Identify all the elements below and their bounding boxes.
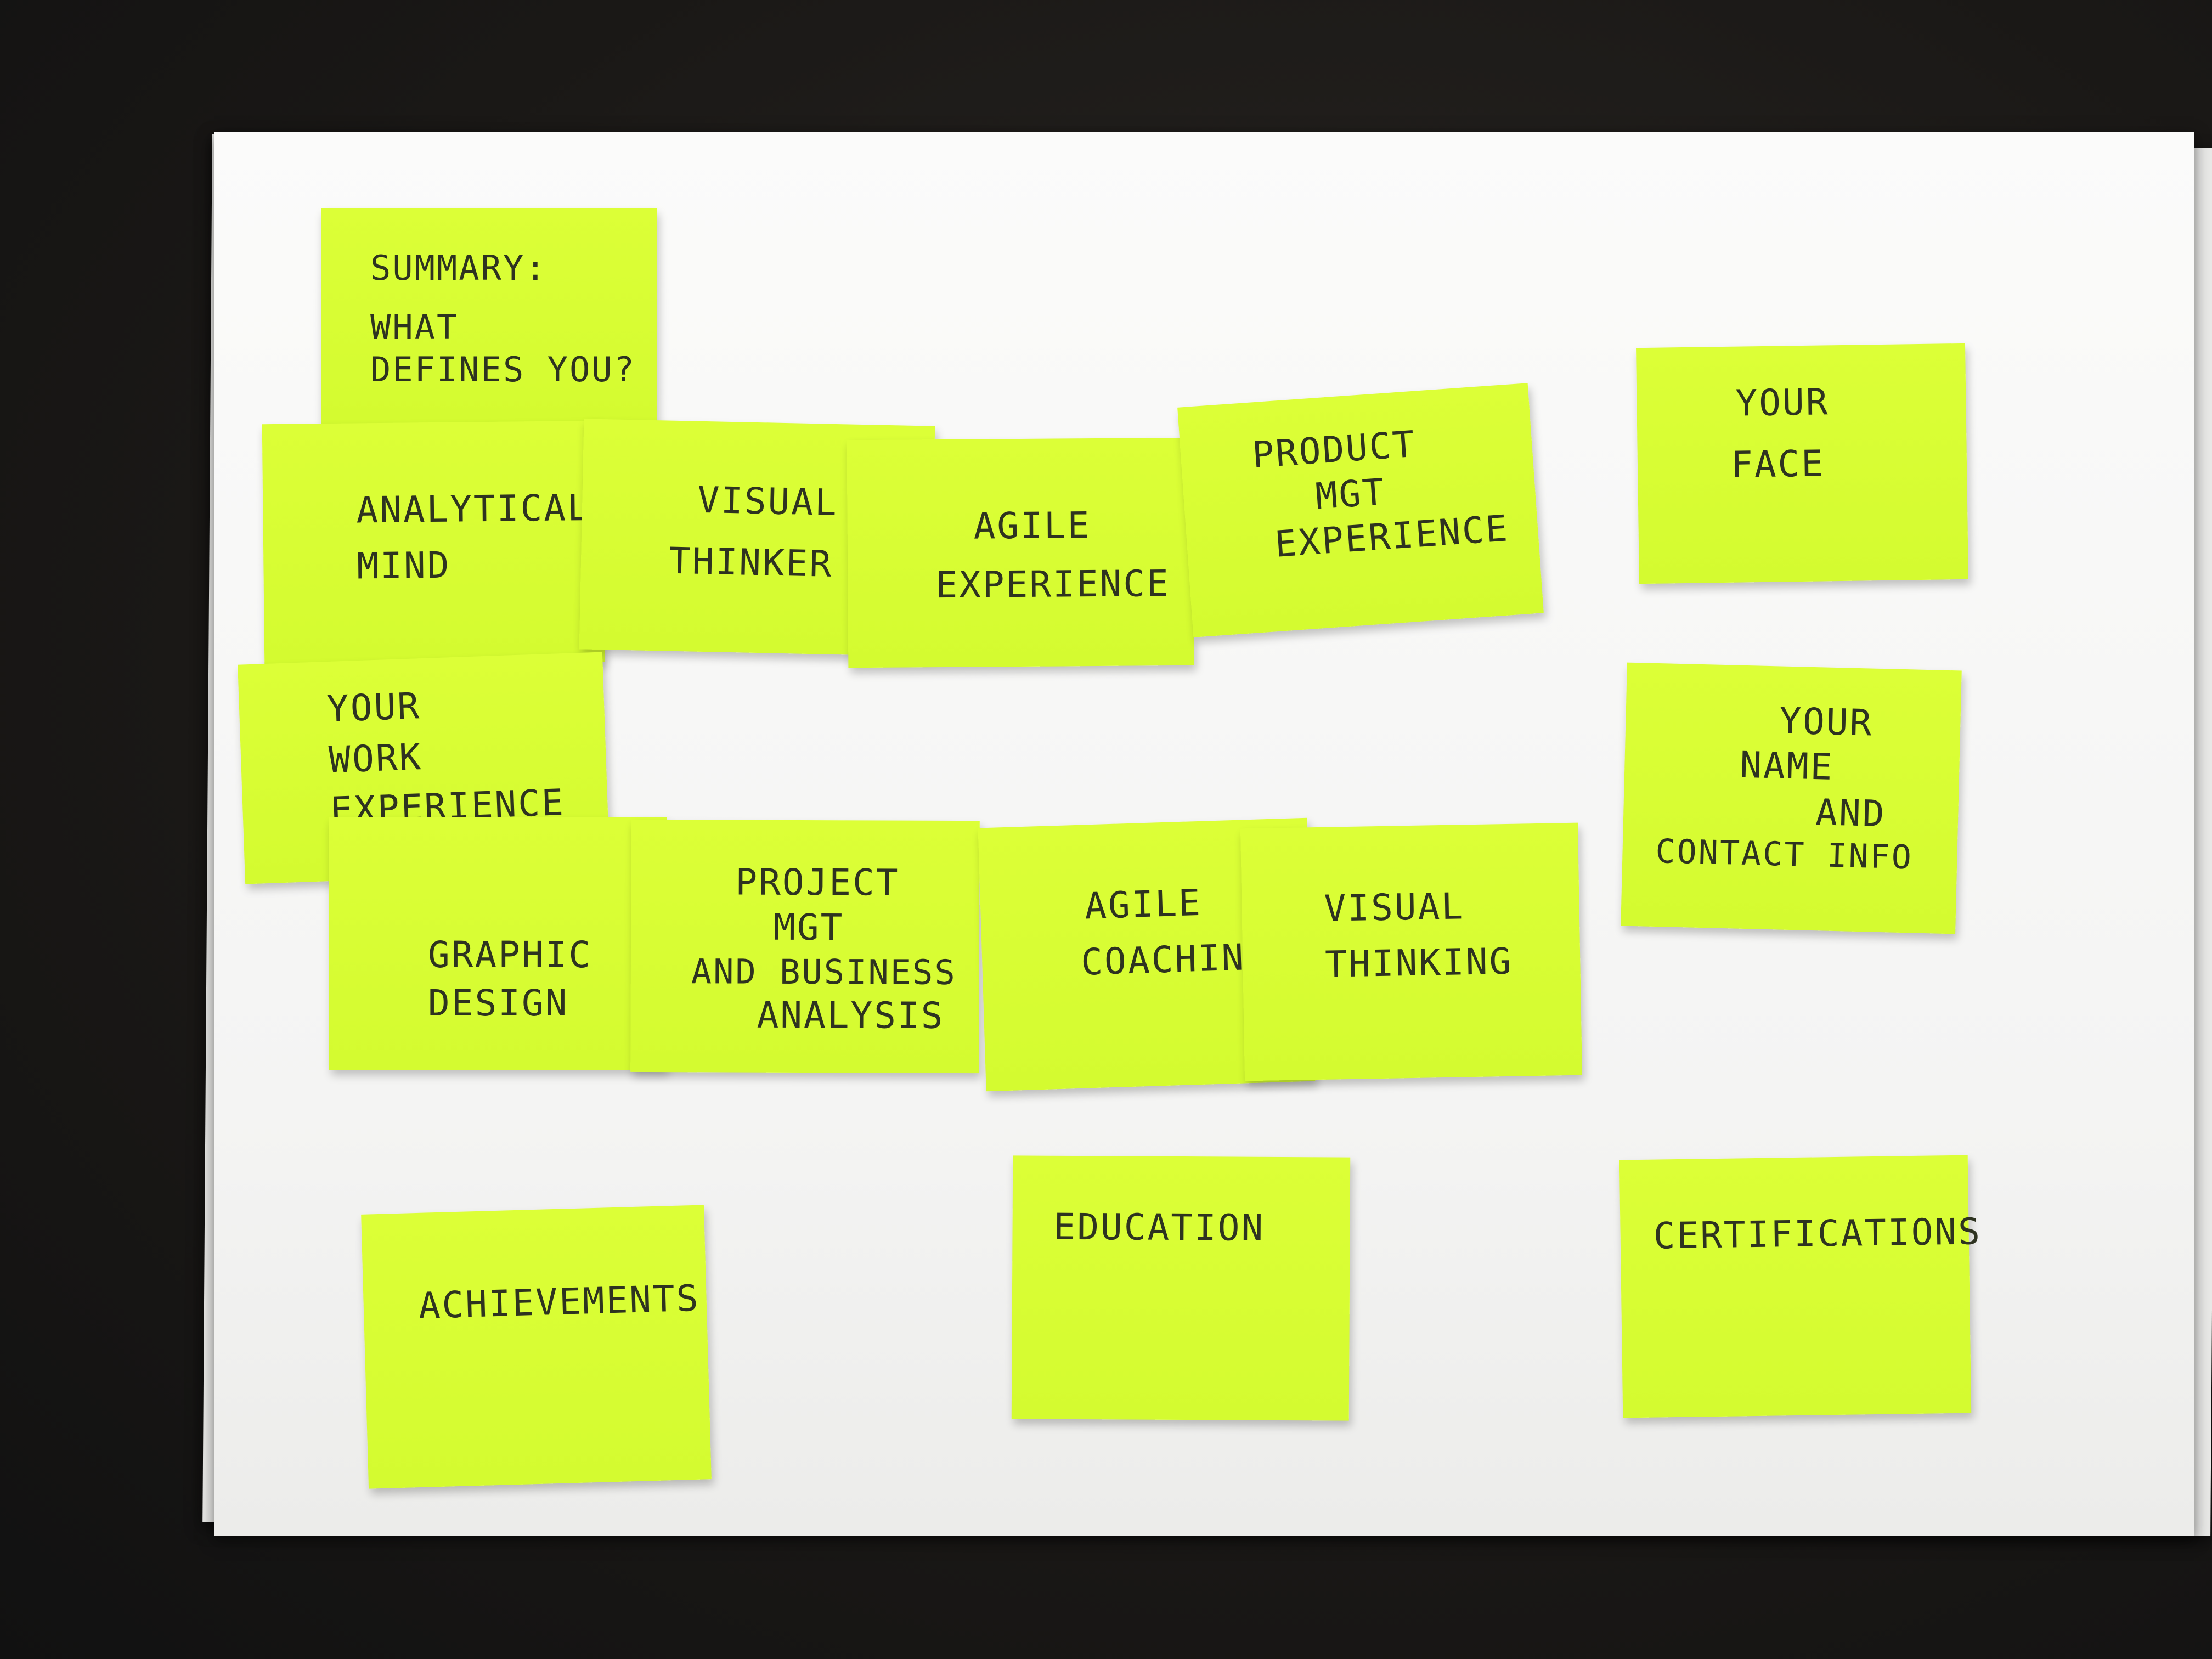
note-text: ANALYTICAL [356,485,591,533]
note-text: SUMMARY: [370,247,548,290]
note-text: WHAT [370,306,459,349]
note-text: EDUCATION [1053,1205,1265,1251]
sticky-note-certifications[interactable]: CERTIFICATIONS [1620,1155,1972,1418]
note-text: FACE [1730,441,1825,488]
note-text: AND [1815,790,1886,837]
note-text: ACHIEVEMENTS [418,1276,701,1329]
sticky-note-education[interactable]: EDUCATION [1012,1155,1351,1420]
note-text: AND BUSINESS [691,950,957,994]
note-text: EXPERIENCE [935,561,1170,608]
note-text: THINKING [1325,939,1513,988]
sticky-note-achievements[interactable]: ACHIEVEMENTS [361,1205,712,1488]
note-text: VISUAL [1324,884,1465,932]
note-text: YOUR [1779,698,1874,746]
note-text: MIND [357,543,451,589]
note-text: CONTACT INFO [1655,831,1914,878]
note-text: EXPERIENCE [1273,506,1510,568]
sticky-note-product-mgt-experience[interactable]: PRODUCT MGT EXPERIENCE [1177,383,1544,637]
note-text: PROJECT [735,860,899,906]
sticky-note-your-face[interactable]: YOUR FACE [1636,343,1968,584]
note-text: COACHING [1080,934,1269,985]
note-text: AGILE [973,503,1091,549]
note-text: CERTIFICATIONS [1653,1209,1982,1259]
note-text: VISUAL [697,477,839,526]
note-text: MGT [1314,470,1387,520]
note-text: WORK [328,735,424,783]
note-text: NAME [1739,743,1834,791]
sticky-note-graphic-design[interactable]: GRAPHIC DESIGN [329,817,667,1070]
sticky-note-summary[interactable]: SUMMARY: WHAT DEFINES YOU? [321,208,657,425]
note-text: MGT [774,905,844,951]
sticky-note-visual-thinking[interactable]: VISUAL THINKING [1240,823,1582,1081]
note-text: AGILE [1084,880,1203,929]
note-text: YOUR [326,684,422,732]
sticky-note-agile-experience[interactable]: AGILE EXPERIENCE [847,438,1194,668]
note-text: GRAPHIC [428,933,592,978]
note-text: DESIGN [428,981,568,1026]
note-text: PRODUCT [1251,422,1418,478]
sticky-note-your-name-contact[interactable]: YOUR NAME AND CONTACT INFO [1621,663,1962,934]
note-text: YOUR [1735,380,1830,426]
note-text: DEFINES YOU? [370,348,636,391]
sticky-note-analytical-mind[interactable]: ANALYTICAL MIND [262,421,605,665]
sticky-note-project-mgt[interactable]: PROJECT MGT AND BUSINESS ANALYSIS [630,820,980,1073]
note-text: THINKER [668,539,833,588]
note-text: ANALYSIS [757,993,944,1039]
